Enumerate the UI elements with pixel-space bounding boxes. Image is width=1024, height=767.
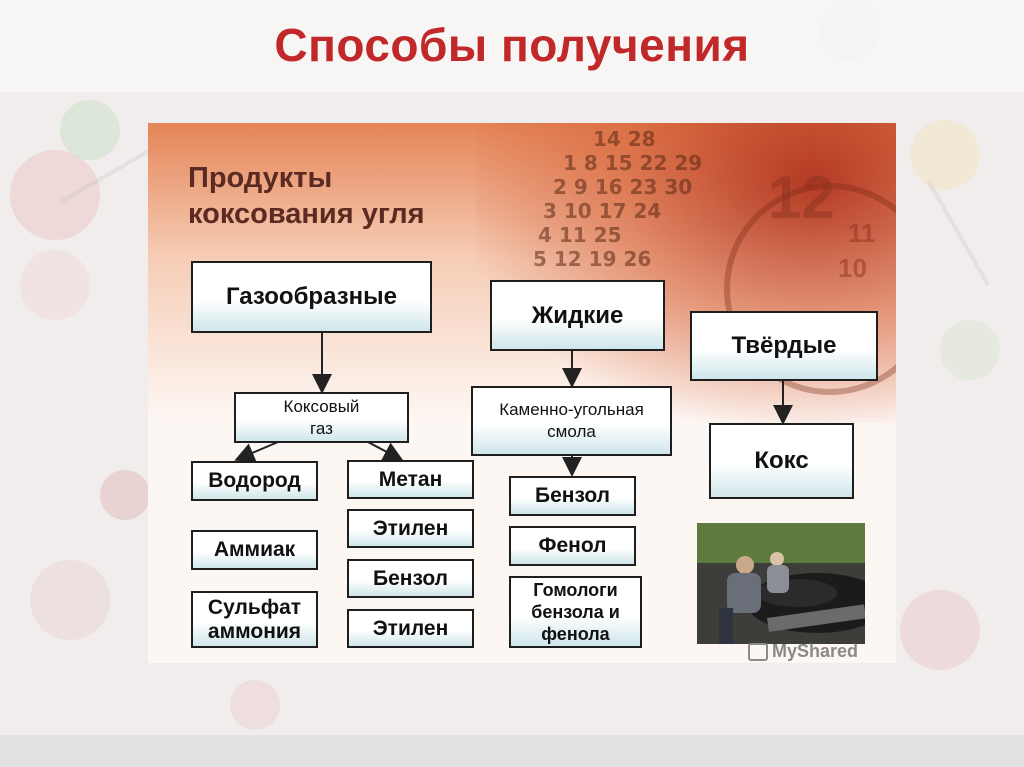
coke-photo — [697, 523, 865, 644]
arrow-coke-gas-to-methane — [367, 441, 404, 461]
node-coke: Кокс — [709, 423, 854, 499]
background-clock-number: 12 — [768, 164, 835, 231]
product-phenol: Фенол — [509, 526, 636, 566]
product-ethylene: Этилен — [347, 509, 474, 548]
product-benzene: Бензол — [509, 476, 636, 516]
diagram-heading: Продукты коксования угля — [188, 162, 425, 230]
product-ammonia: Аммиак — [191, 530, 318, 570]
product-benzene: Бензол — [347, 559, 474, 598]
watermark: MyShared — [748, 641, 858, 662]
title-band — [0, 0, 1024, 92]
background-clock-number: 11 — [848, 218, 876, 248]
background-calendar-digits: 14 28 1 8 15 22 29 2 9 16 23 30 3 10 17 … — [533, 127, 703, 271]
category-gaseous: Газообразные — [191, 261, 432, 333]
bottom-band — [0, 735, 1024, 767]
background-clock — [724, 183, 896, 395]
background-clock-number: 10 — [838, 253, 867, 283]
watermark-icon — [748, 643, 768, 662]
category-liquid: Жидкие — [490, 280, 665, 351]
arrow-coke-gas-to-hydrogen — [234, 441, 279, 462]
product-methane: Метан — [347, 460, 474, 499]
product-ethylene: Этилен — [347, 609, 474, 648]
slide-title: Способы получения — [274, 19, 750, 71]
product-hydrogen: Водород — [191, 461, 318, 501]
category-solid: Твёрдые — [690, 311, 878, 381]
